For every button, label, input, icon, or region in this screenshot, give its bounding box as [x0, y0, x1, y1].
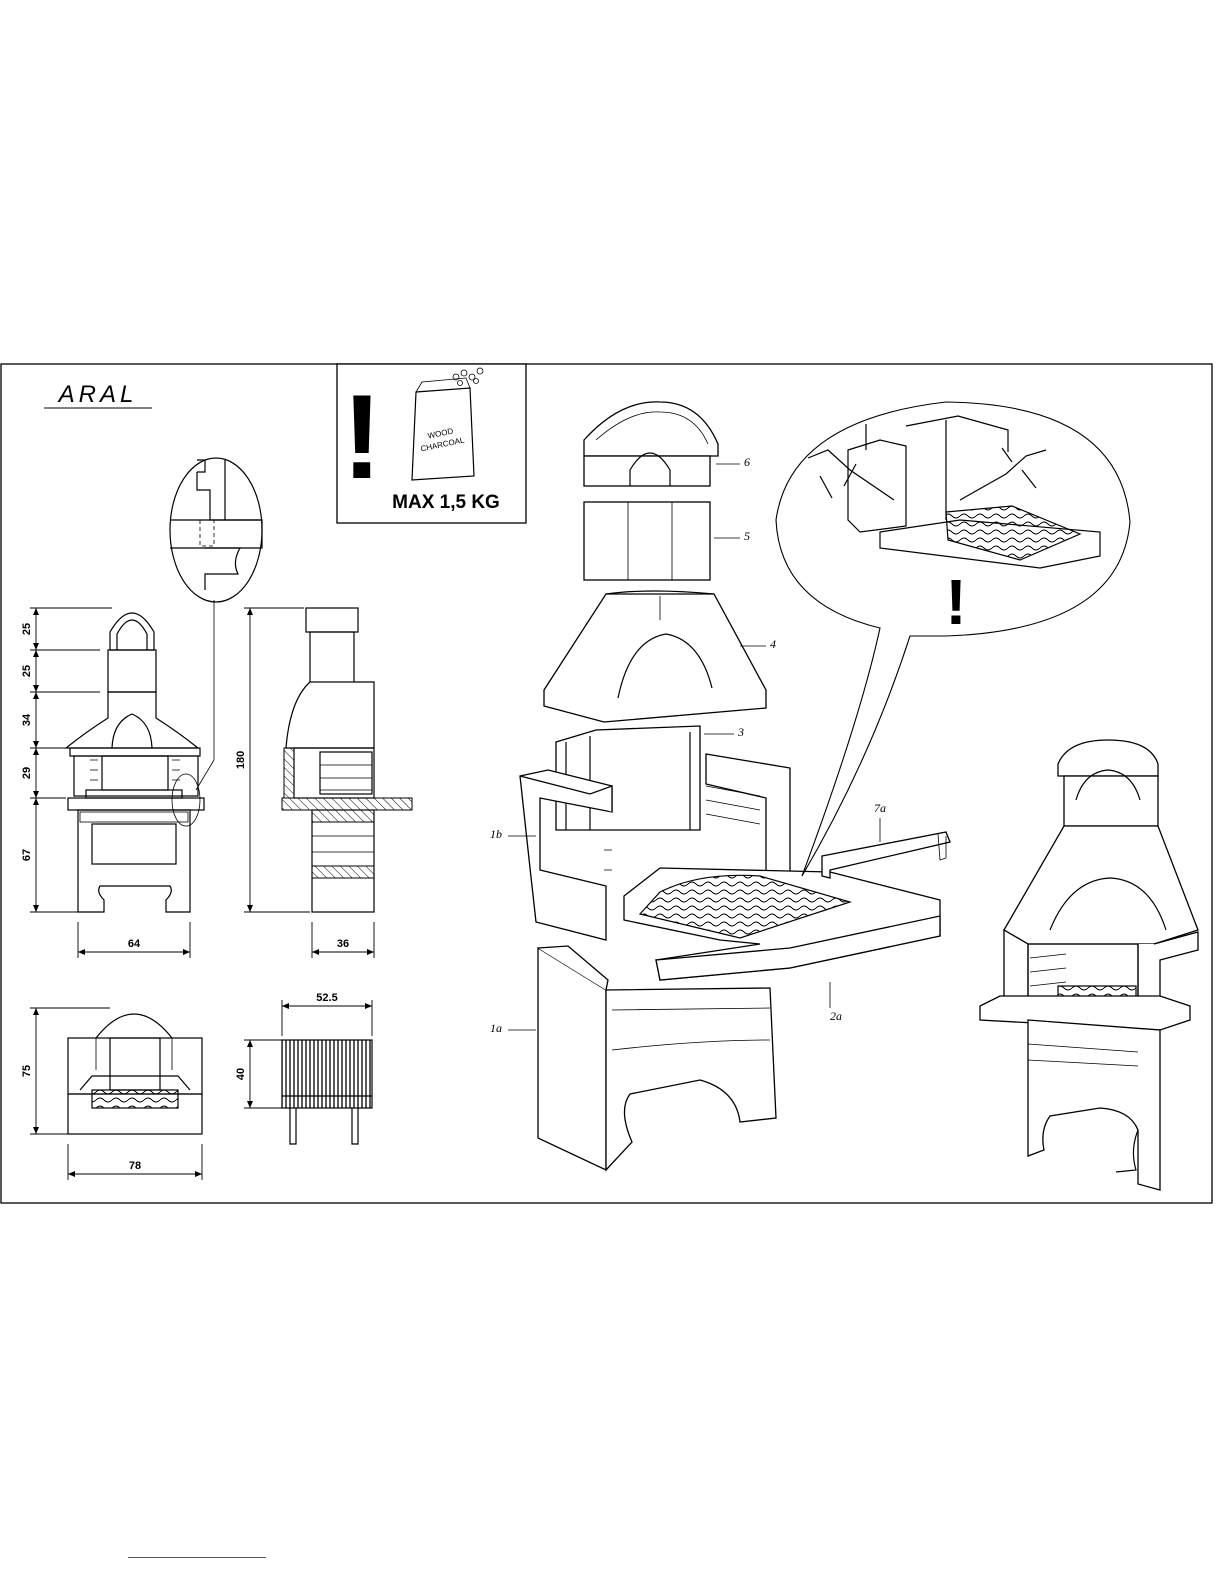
side-elevation: 180 36 — [235, 608, 412, 958]
part-1b-side-wall — [520, 770, 612, 940]
svg-text:29: 29 — [21, 767, 33, 779]
svg-text:52.5: 52.5 — [316, 992, 337, 1004]
svg-text:1a: 1a — [490, 1021, 502, 1035]
part-4-canopy — [544, 591, 766, 722]
svg-text:25: 25 — [21, 623, 33, 635]
max-load-text: MAX 1,5 KG — [392, 492, 500, 513]
part-1a-base — [538, 946, 776, 1170]
svg-text:67: 67 — [21, 849, 33, 861]
svg-text:180: 180 — [235, 751, 247, 769]
svg-text:3: 3 — [737, 725, 744, 739]
exclamation-icon: ! — [342, 370, 382, 504]
part-5-chimney — [584, 502, 710, 580]
charcoal-warning-box: ! WOOD CHARCOAL MAX 1,5 KG — [337, 364, 526, 523]
front-elevation: 25 25 34 29 67 64 — [21, 608, 204, 958]
svg-text:34: 34 — [21, 713, 33, 726]
svg-text:25: 25 — [21, 665, 33, 677]
top-view: 75 78 — [21, 1008, 202, 1180]
part-7a-bracket — [822, 832, 950, 878]
assembled-view — [980, 740, 1198, 1190]
svg-text:1b: 1b — [490, 827, 502, 841]
joint-detail-view — [170, 458, 262, 826]
svg-text:36: 36 — [337, 938, 349, 950]
svg-text:5: 5 — [744, 529, 750, 543]
svg-text:4: 4 — [770, 637, 776, 651]
svg-text:78: 78 — [129, 1160, 141, 1172]
svg-text:75: 75 — [21, 1065, 33, 1077]
svg-text:2a: 2a — [830, 1009, 842, 1023]
part-2a-worktop-grate — [624, 868, 940, 980]
svg-text:40: 40 — [235, 1068, 247, 1080]
product-title: ARAL — [57, 381, 138, 408]
right-side-wall — [706, 754, 790, 880]
svg-text:6: 6 — [744, 455, 750, 469]
part-6-hood-cap — [584, 402, 718, 486]
grill-grate-view: 52.5 40 — [235, 992, 372, 1144]
callout-exclamation-icon: ! — [945, 566, 966, 638]
footer-link-underline[interactable] — [128, 1557, 266, 1558]
svg-text:7a: 7a — [874, 801, 886, 815]
svg-text:64: 64 — [128, 938, 141, 950]
